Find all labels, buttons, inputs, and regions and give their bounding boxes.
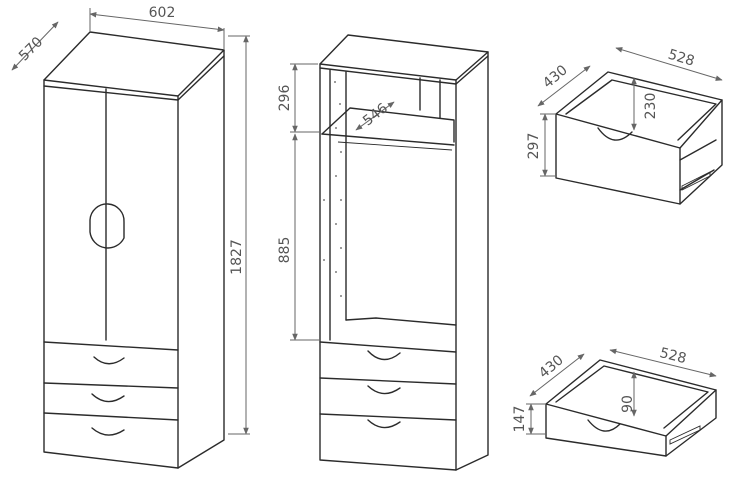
large-drawer <box>555 71 723 205</box>
label-inner-depth: 546 <box>360 100 391 129</box>
label-upper-compartment-height: 296 <box>277 85 293 112</box>
label-large-drawer-inner-height: 230 <box>643 93 659 120</box>
label-small-drawer-inner-height: 90 <box>620 395 636 413</box>
dimension-labels: 602 570 1827 296 546 885 528 430 297 230… <box>16 5 696 432</box>
label-large-drawer-depth: 430 <box>540 62 571 91</box>
label-wardrobe-width: 602 <box>149 5 176 21</box>
label-large-drawer-width: 528 <box>666 47 696 70</box>
closed-wardrobe <box>43 31 225 469</box>
dimension-lines <box>11 8 723 435</box>
label-hanging-space-height: 885 <box>277 237 293 264</box>
label-small-drawer-depth: 430 <box>536 352 567 381</box>
label-small-drawer-height: 147 <box>512 406 528 433</box>
label-wardrobe-height: 1827 <box>229 239 245 275</box>
label-large-drawer-height: 297 <box>526 133 542 160</box>
open-wardrobe <box>319 34 489 471</box>
label-small-drawer-width: 528 <box>658 345 688 367</box>
